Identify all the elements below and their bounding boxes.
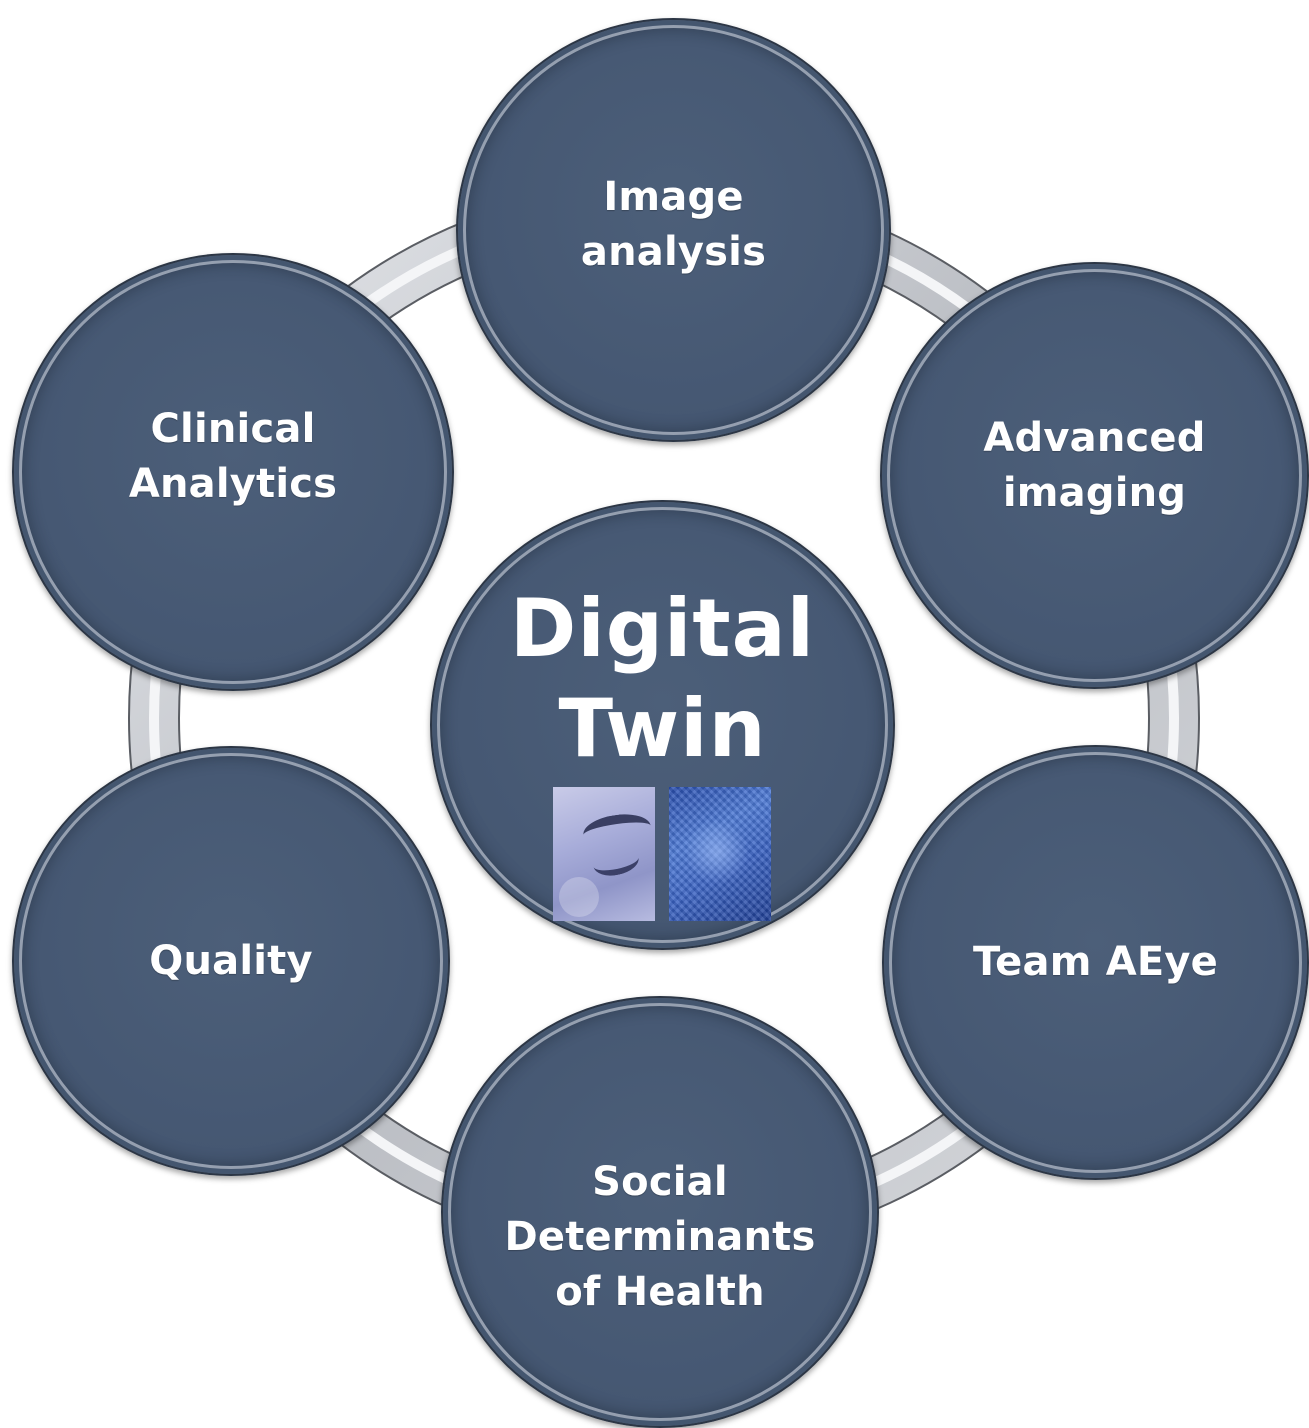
node-quality: Quality (12, 746, 450, 1176)
node-label-clinical-analytics: Clinical Analytics (128, 406, 338, 507)
digital-face-image (669, 787, 772, 921)
human-eye-image (553, 787, 656, 921)
node-label-social-determinants: Social Determinants of Health (504, 1158, 816, 1315)
node-label-quality: Quality (149, 937, 313, 984)
node-clinical-analytics: Clinical Analytics (12, 253, 454, 691)
cheek-highlight (559, 877, 600, 917)
center-node-digital-twin: Digital Twin (430, 500, 895, 950)
eyebrow-shape (581, 810, 654, 851)
node-label-team-aeye: Team AEye (973, 939, 1218, 985)
node-advanced-imaging: Advanced imaging (880, 262, 1309, 689)
node-label-advanced-imaging: Advanced imaging (983, 414, 1206, 516)
node-team-aeye: Team AEye (882, 745, 1309, 1180)
digital-glow (687, 817, 748, 887)
node-social-determinants: Social Determinants of Health (441, 996, 879, 1428)
node-image-analysis: Image analysis (456, 18, 891, 442)
eye-shape (591, 844, 642, 880)
node-label-image-analysis: Image analysis (580, 174, 767, 275)
center-images (553, 787, 772, 921)
center-content: Digital Twin (510, 579, 815, 921)
center-title: Digital Twin (509, 582, 816, 775)
